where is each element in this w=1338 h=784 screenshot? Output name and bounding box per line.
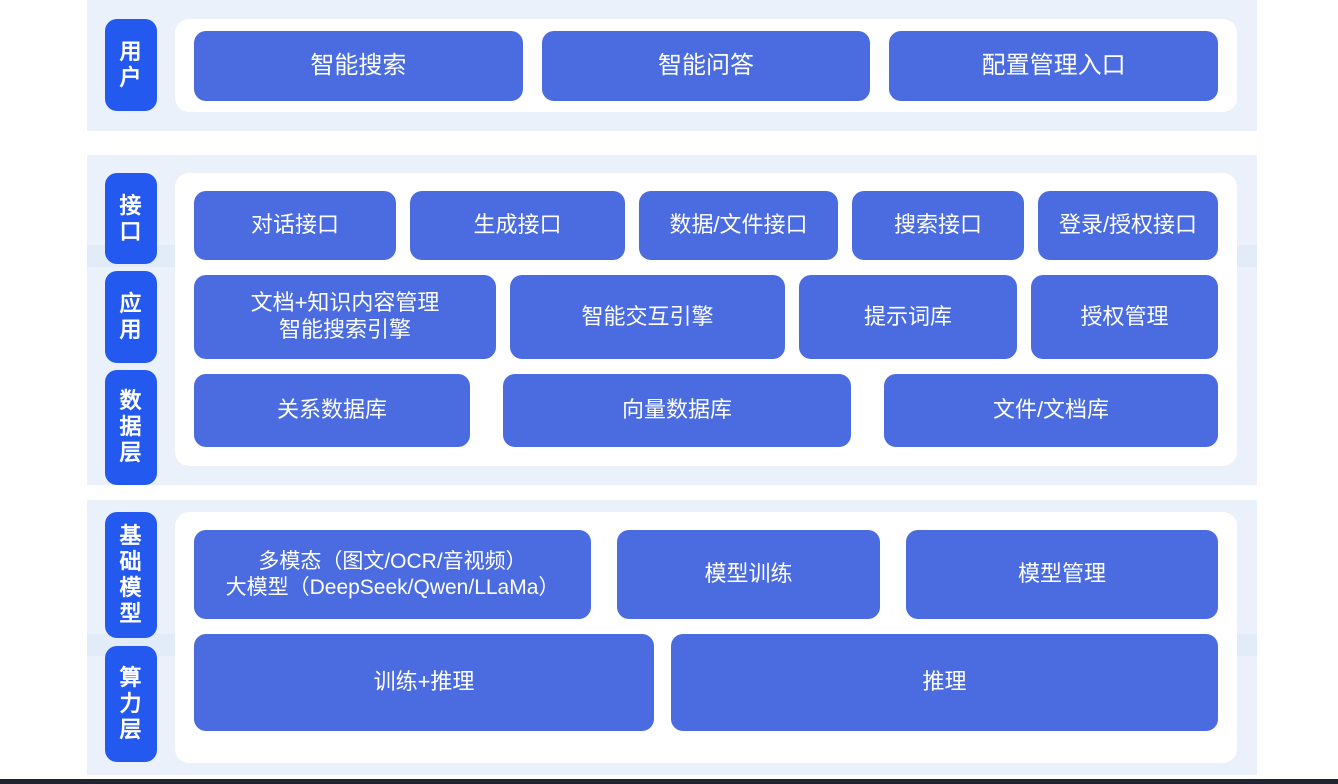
user-entry-row: 智能搜索 智能问答 配置管理入口 — [175, 19, 1237, 113]
section-bottom: 基础模型 算力层 多模态（图文/OCR/音视频） 大模型（DeepSeek/Qw… — [87, 500, 1257, 775]
box-config-management-entry[interactable]: 配置管理入口 — [889, 31, 1219, 101]
box-relational-database[interactable]: 关系数据库 — [194, 374, 470, 447]
box-prompt-library[interactable]: 提示词库 — [799, 275, 1017, 359]
layer-tab-data-label: 数据层 — [119, 388, 143, 466]
layer-tab-interface[interactable]: 接口 — [105, 173, 157, 265]
box-login-auth-api[interactable]: 登录/授权接口 — [1038, 191, 1218, 260]
interface-row: 对话接口 生成接口 数据/文件接口 搜索接口 登录/授权接口 — [194, 191, 1218, 260]
box-vector-database[interactable]: 向量数据库 — [503, 374, 851, 447]
box-model-training[interactable]: 模型训练 — [617, 530, 880, 619]
layer-tab-foundation-model-label: 基础模型 — [119, 523, 143, 626]
data-layer-row: 关系数据库 向量数据库 文件/文档库 — [194, 374, 1218, 447]
section-middle-card: 对话接口 生成接口 数据/文件接口 搜索接口 登录/授权接口 文档+知识内容管理… — [175, 173, 1237, 466]
layer-tab-user-label: 用户 — [119, 39, 143, 90]
foundation-model-row: 多模态（图文/OCR/音视频） 大模型（DeepSeek/Qwen/LLaMa）… — [194, 530, 1218, 619]
box-smart-interaction-engine[interactable]: 智能交互引擎 — [510, 275, 785, 359]
box-data-file-api[interactable]: 数据/文件接口 — [639, 191, 838, 260]
layer-tab-interface-label: 接口 — [119, 192, 143, 244]
box-generation-api[interactable]: 生成接口 — [410, 191, 625, 260]
box-multimodal-large-model[interactable]: 多模态（图文/OCR/音视频） 大模型（DeepSeek/Qwen/LLaMa） — [194, 530, 591, 619]
layer-tab-application-label: 应用 — [119, 291, 143, 343]
box-inference[interactable]: 推理 — [671, 634, 1218, 731]
section-bottom-tab-rail: 基础模型 算力层 — [87, 500, 175, 775]
box-authorization-management[interactable]: 授权管理 — [1031, 275, 1218, 359]
layer-tab-compute-label: 算力层 — [119, 665, 143, 742]
box-dialog-api[interactable]: 对话接口 — [194, 191, 396, 260]
box-training-plus-inference[interactable]: 训练+推理 — [194, 634, 654, 731]
layer-tab-compute[interactable]: 算力层 — [105, 646, 157, 762]
layer-tab-data[interactable]: 数据层 — [105, 369, 157, 486]
layer-tab-user[interactable]: 用户 — [105, 19, 157, 111]
section-middle: 接口 应用 数据层 对话接口 生成接口 数据/文件接口 搜索接口 登录/授权接口… — [87, 155, 1257, 486]
box-file-document-store[interactable]: 文件/文档库 — [884, 374, 1218, 447]
section-user-tab-rail: 用户 — [87, 0, 175, 131]
layer-tab-application[interactable]: 应用 — [105, 271, 157, 363]
box-model-management[interactable]: 模型管理 — [906, 530, 1218, 619]
section-user-card: 智能搜索 智能问答 配置管理入口 — [175, 19, 1237, 112]
section-user: 用户 智能搜索 智能问答 配置管理入口 — [87, 0, 1257, 131]
box-smart-search[interactable]: 智能搜索 — [194, 31, 523, 101]
box-doc-knowledge-content-management[interactable]: 文档+知识内容管理 智能搜索引擎 — [194, 275, 496, 359]
section-middle-tab-rail: 接口 应用 数据层 — [87, 155, 175, 486]
layer-tab-foundation-model[interactable]: 基础模型 — [105, 512, 157, 638]
bottom-rule — [0, 779, 1338, 784]
section-bottom-card: 多模态（图文/OCR/音视频） 大模型（DeepSeek/Qwen/LLaMa）… — [175, 512, 1237, 763]
compute-layer-row: 训练+推理 推理 — [194, 634, 1218, 731]
application-row: 文档+知识内容管理 智能搜索引擎 智能交互引擎 提示词库 授权管理 — [194, 275, 1218, 359]
box-smart-qa[interactable]: 智能问答 — [541, 31, 871, 101]
box-search-api[interactable]: 搜索接口 — [852, 191, 1024, 260]
